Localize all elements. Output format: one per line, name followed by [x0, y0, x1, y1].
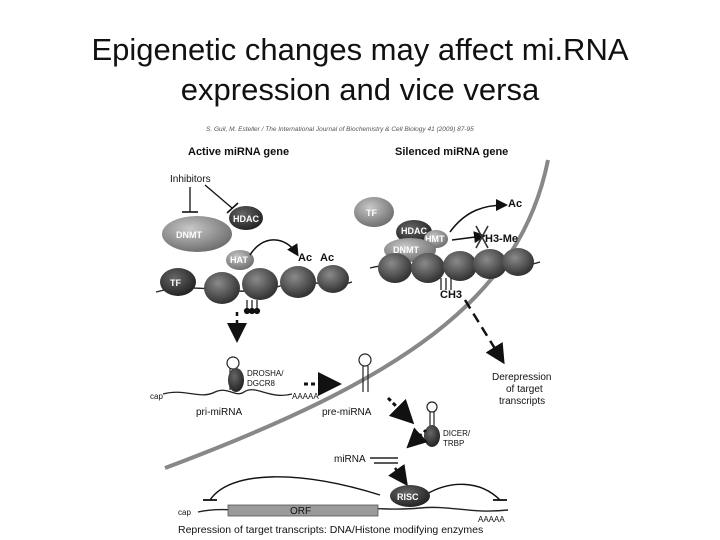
derepression-label-1: Derepression [492, 372, 551, 383]
dicer-hairpin-loop [426, 401, 438, 413]
header-silenced-mirna-gene: Silenced miRNA gene [395, 146, 508, 158]
mirna-duplex [370, 457, 398, 464]
orf-box [227, 504, 379, 517]
cpg-pins-active [243, 300, 261, 315]
dividing-curve [164, 159, 550, 470]
dicer-label: DICER/ [443, 429, 471, 438]
dnmt-label-active: DNMT [176, 230, 202, 240]
tf-label-silenced: TF [366, 208, 377, 218]
dnmt-label-silenced: DNMT [393, 245, 419, 255]
repression-arc-left [209, 476, 381, 501]
figure-citation: S. Guil, M. Esteller / The International… [206, 126, 474, 133]
slide-title-line-2: expression and vice versa [180, 72, 540, 107]
tf-ellipse-silenced [354, 197, 394, 227]
nucleosome-silenced-4 [473, 249, 507, 279]
hat-acetylation-arrow [249, 239, 299, 257]
hdac-label-silenced: HDAC [401, 226, 427, 236]
hdac-ellipse-silenced [396, 220, 432, 244]
nucleosome-silenced-1 [378, 253, 412, 283]
dicer-ellipse [424, 425, 440, 447]
cross-mark [475, 225, 489, 249]
silencing-dashed-arrow [463, 299, 505, 365]
nucleosome-active-3 [280, 266, 316, 298]
drosha-ellipse [228, 368, 244, 392]
orf-label: ORF [290, 506, 311, 517]
pri-mirna-label: pri-miRNA [196, 407, 242, 418]
ac-label-active-2: Ac [320, 252, 334, 264]
header-active-mirna-gene: Active miRNA gene [188, 146, 289, 158]
pre-mirna-hairpin [362, 366, 369, 392]
nucleosome-active-1 [204, 272, 240, 304]
pri-mirna-loop [226, 356, 240, 370]
hat-ellipse-active [226, 250, 254, 270]
h3me-label: H3-Me [485, 233, 518, 245]
trbp-label: TRBP [443, 439, 464, 448]
derepression-label-2: of target [506, 384, 543, 395]
nucleosome-silenced-2 [411, 253, 445, 283]
hdac-label-active: HDAC [233, 214, 259, 224]
polya-label-target: AAAAA [478, 515, 505, 524]
risc-ellipse [390, 485, 430, 507]
cap-label-target: cap [178, 508, 191, 517]
nucleosome-silenced-3 [443, 251, 477, 281]
repression-arc-right [424, 483, 501, 501]
risc-label: RISC [397, 492, 419, 502]
mirna-label: miRNA [334, 454, 366, 465]
hat-label-active: HAT [230, 255, 248, 265]
pri-mirna-strand [162, 389, 293, 396]
tf-ellipse-active [160, 268, 196, 296]
cap-label-pri: cap [150, 392, 163, 401]
dgcr8-label: DGCR8 [247, 379, 276, 388]
derepression-label-3: transcripts [499, 396, 545, 407]
ac-label-active-1: Ac [298, 252, 312, 264]
dicer-to-mirna-arrow [406, 427, 428, 449]
inhibitors-label: Inhibitors [170, 174, 211, 185]
slide-title: Epigenetic changes may affect mi.RNA exp… [0, 30, 720, 110]
nucleosome-active-2 [242, 268, 278, 300]
deacetylation-arrow [449, 199, 508, 233]
nucleosome-active-4 [317, 265, 349, 293]
tf-label-active: TF [170, 278, 181, 288]
inhibitor-line-hdac [204, 184, 233, 209]
methylated-cpg-pins [440, 278, 452, 290]
dnmt-ellipse-active [162, 216, 232, 252]
pre-mirna-loop [358, 353, 372, 367]
mirna-to-risc-arrow [388, 463, 408, 487]
inhibitor-bar-hdac [226, 202, 239, 214]
pre-mirna-label: pre-miRNA [322, 407, 372, 418]
nucleosome-silenced-5 [502, 248, 534, 276]
ac-label-silenced: Ac [508, 198, 522, 210]
hdac-ellipse-active [229, 206, 263, 230]
slide-title-line-1: Epigenetic changes may affect mi.RNA [91, 32, 629, 67]
polya-label-pri: AAAAA [292, 392, 319, 401]
ch3-label: CH3 [440, 289, 462, 301]
export-arrow-pre-to-dicer [386, 396, 415, 425]
figure-caption: Repression of target transcripts: DNA/Hi… [178, 524, 483, 536]
methylation-arrow [451, 231, 486, 244]
drosha-label: DROSHA/ [247, 369, 284, 378]
hmt-label-silenced: HMT [425, 234, 445, 244]
